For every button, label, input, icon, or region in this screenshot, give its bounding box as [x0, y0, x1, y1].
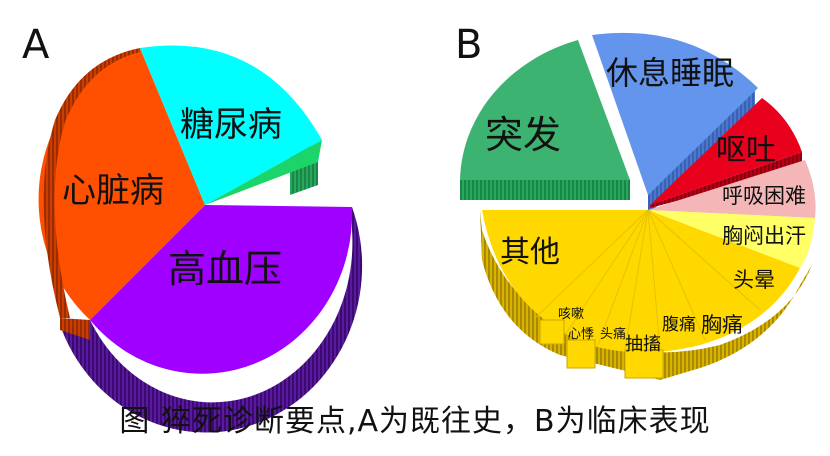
chart-b: B 突发 休息睡眠 呕吐 呼吸困难 胸闷出汗 头晕 胸痛 腹痛 抽搐 头痛 心悸… [455, 22, 816, 380]
pie-b-label-rest-sleep: 休息睡眠 [606, 54, 734, 92]
pie-b-slice-chest-tightness-sweat [648, 210, 815, 268]
panel-label-a: A [22, 22, 50, 68]
pie-b-block-1 [539, 319, 565, 345]
pie-b-label-vomiting: 呕吐 [716, 133, 776, 168]
pie-b-label-abdominal-pain: 腹痛 [662, 315, 696, 335]
pie-b-slice-yellow-group [482, 210, 800, 353]
pie-b-label-other: 其他 [500, 235, 560, 270]
pie-a-side-heart-disease [60, 318, 90, 340]
pie-b-label-sudden: 突发 [485, 113, 561, 157]
pie-b-label-chest-pain: 胸痛 [701, 313, 743, 337]
pie-b-label-convulsion: 抽搐 [625, 334, 661, 355]
pie-a-slice-hypertension [90, 205, 353, 374]
pie-a-slice-diabetes-extra [205, 140, 322, 205]
pie-a-label-diabetes: 糖尿病 [180, 105, 282, 145]
pie-b-label-headache: 头痛 [600, 326, 626, 342]
pie-b-label-dyspnea: 呼吸困难 [722, 184, 806, 208]
pie-b-slice-rest-sleep [592, 32, 758, 195]
pie-b-slice-sudden [460, 40, 630, 180]
pie-a-label-heart-disease: 心脏病 [62, 171, 164, 211]
pie-b-slice-dyspnea [648, 160, 816, 218]
pie-a-side-hypertension [60, 207, 363, 433]
pie-b-block-3 [624, 349, 664, 379]
pie-b-label-cough: 咳嗽 [558, 307, 584, 322]
pie-b-label-chest-tightness-sweat: 胸闷出汗 [722, 224, 806, 248]
pie-b-side-vomiting [650, 152, 802, 208]
pie-b-block-2 [566, 339, 596, 369]
pie-a-label-hypertension: 高血压 [168, 247, 282, 291]
pie-b-label-palpitation: 心悸 [568, 327, 594, 342]
pie-a-slice-heart-disease [38, 48, 205, 320]
pie-b-side-sudden [460, 180, 630, 200]
pie-a-left-edge [43, 48, 140, 318]
pie-b-slice-vomiting [650, 98, 802, 205]
pie-b-label-dizziness: 头晕 [733, 268, 775, 292]
chart-a: A 糖尿病 心脏病 高血压 [22, 22, 363, 433]
pie-a-slice-diabetes [140, 45, 322, 205]
pie-b-dividers [534, 209, 761, 351]
figure-caption: 图 猝死诊断要点,A为既往史，B为临床表现 [119, 404, 711, 439]
panel-label-b: B [455, 22, 482, 68]
